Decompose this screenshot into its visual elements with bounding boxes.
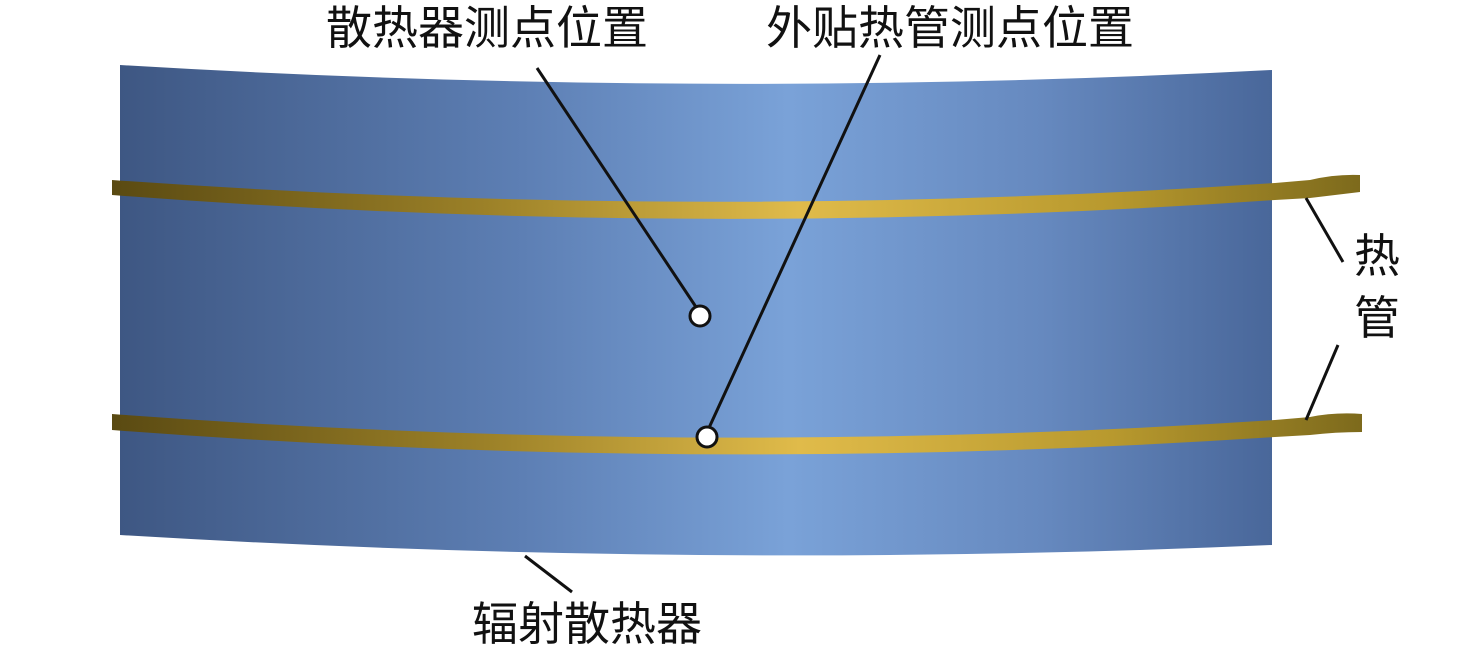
leader-pipe-point — [706, 54, 882, 431]
label-heat-pipe-2: 管 — [1354, 291, 1400, 345]
label-radiator: 辐射散热器 — [472, 597, 702, 651]
heat-pipe-upper — [112, 174, 1360, 219]
leader-heat-pipe-upper — [1304, 197, 1345, 263]
leader-heat-pipe-lower — [1304, 344, 1340, 421]
label-radiator-point: 散热器测点位置 — [326, 1, 648, 55]
leader-radiator-point — [535, 67, 700, 311]
heat-pipe-lower — [112, 413, 1362, 455]
leader-radiator — [524, 554, 573, 594]
label-heat-pipe-1: 热 — [1354, 229, 1400, 283]
label-pipe-point: 外贴热管测点位置 — [766, 1, 1134, 55]
radiator-measure-point — [688, 304, 712, 328]
pipe-measure-point — [695, 425, 719, 449]
